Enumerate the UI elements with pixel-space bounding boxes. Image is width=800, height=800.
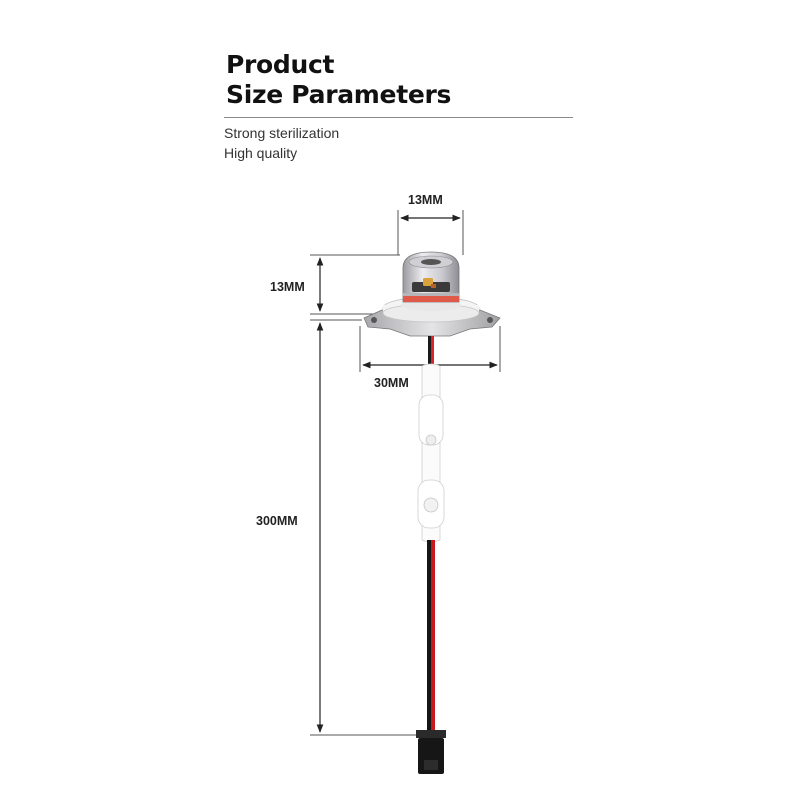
feature-item: High quality xyxy=(224,145,298,161)
feature-item: Strong sterilization xyxy=(224,125,340,141)
title-line-2: Size Parameters xyxy=(226,80,452,109)
title-divider xyxy=(224,117,573,118)
dim-top-width xyxy=(397,210,464,255)
feature-list: Strong sterilization High quality xyxy=(224,123,339,163)
dim-height-label: 13MM xyxy=(270,280,305,294)
dim-cable-length xyxy=(310,319,418,736)
uv-lamp-illustration xyxy=(363,251,501,774)
dim-cable-length-label: 300MM xyxy=(256,514,298,528)
page-title: Product Size Parameters xyxy=(226,50,451,110)
dim-top-width-label: 13MM xyxy=(408,193,443,207)
dim-base-width-label: 30MM xyxy=(374,376,409,390)
title-line-1: Product xyxy=(226,50,335,79)
